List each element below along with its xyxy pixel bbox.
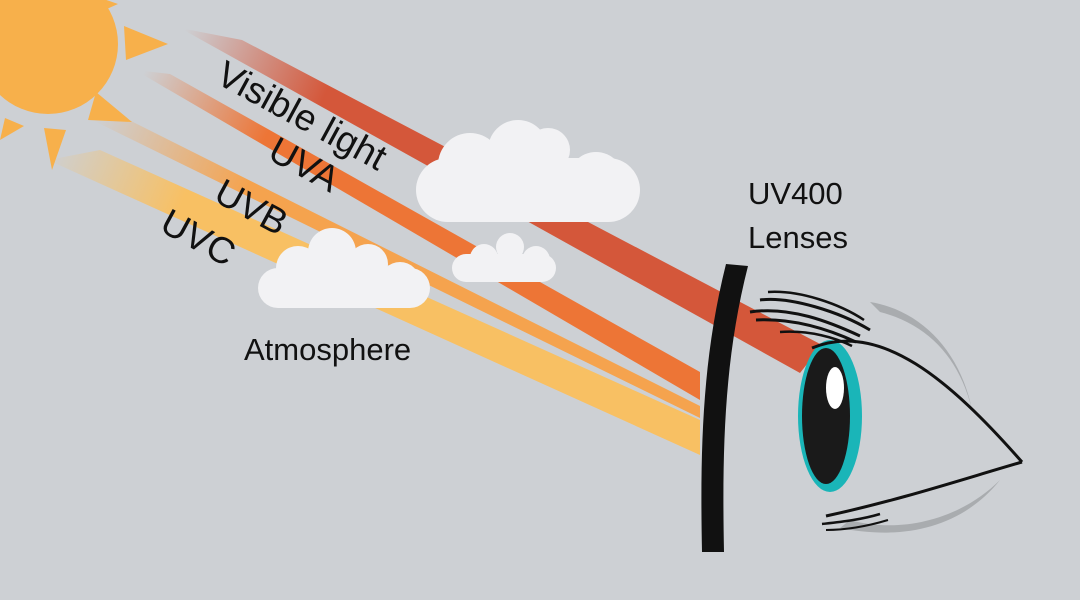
atmosphere-label: Atmosphere <box>244 332 411 367</box>
cloud-icon-small <box>452 233 556 282</box>
cloud-icon-atmosphere <box>258 228 430 308</box>
sun-icon <box>0 0 168 170</box>
lens-label-line2: Lenses <box>748 220 848 255</box>
eye-icon <box>749 290 1024 533</box>
lens-icon <box>701 264 748 552</box>
cloud-icon-large <box>416 120 640 222</box>
lens-label-line1: UV400 <box>748 176 843 211</box>
beam-uva <box>135 70 700 400</box>
